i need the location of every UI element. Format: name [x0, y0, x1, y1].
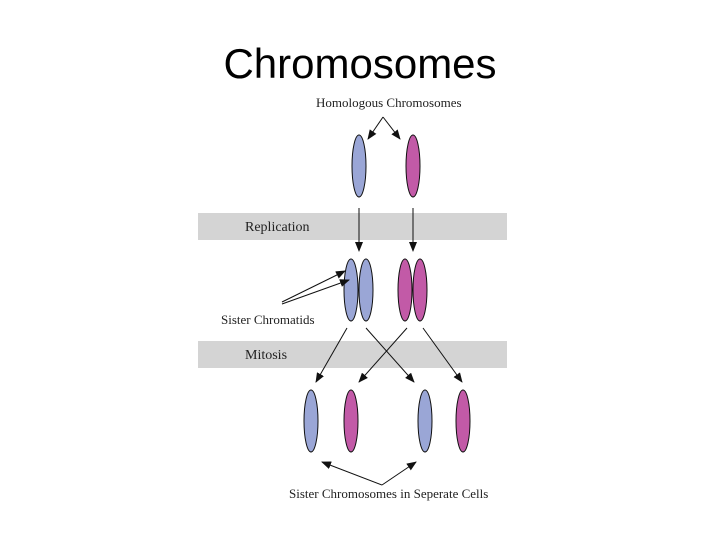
arrow-chromatids-2 — [281, 279, 350, 305]
maternal-chromatid-left — [343, 258, 359, 322]
arrow-mitosis-1 — [315, 327, 348, 383]
slide-title: Chromosomes — [223, 40, 497, 87]
homologous-chromosomes-label: Homologous Chromosomes — [316, 95, 462, 110]
paternal-chromosome — [405, 134, 421, 198]
sister-chromatids-label: Sister Chromatids — [221, 312, 315, 327]
arrow-chromatids-1 — [281, 270, 346, 303]
arrow-bottom-right — [381, 461, 417, 486]
arrow-mitosis-4 — [422, 327, 463, 383]
sister-chromosomes-label: Sister Chromosomes in Seperate Cells — [289, 486, 488, 501]
cell1-paternal-chromosome — [343, 389, 359, 453]
cell2-maternal-chromosome — [417, 389, 433, 453]
paternal-chromatid-right — [412, 258, 428, 322]
mitosis-band — [198, 341, 507, 368]
maternal-chromosome — [351, 134, 367, 198]
cell2-paternal-chromosome — [455, 389, 471, 453]
arrow-label-to-paternal — [382, 116, 401, 140]
mitosis-label: Mitosis — [245, 348, 287, 363]
replication-label: Replication — [245, 220, 310, 235]
arrow-mitosis-3 — [358, 327, 408, 383]
maternal-chromatid-right — [358, 258, 374, 322]
arrow-mitosis-2 — [365, 327, 415, 383]
replication-band — [198, 213, 507, 240]
arrow-bottom-left — [321, 461, 383, 486]
arrow-label-to-maternal — [367, 116, 384, 140]
cell1-maternal-chromosome — [303, 389, 319, 453]
paternal-chromatid-left — [397, 258, 413, 322]
